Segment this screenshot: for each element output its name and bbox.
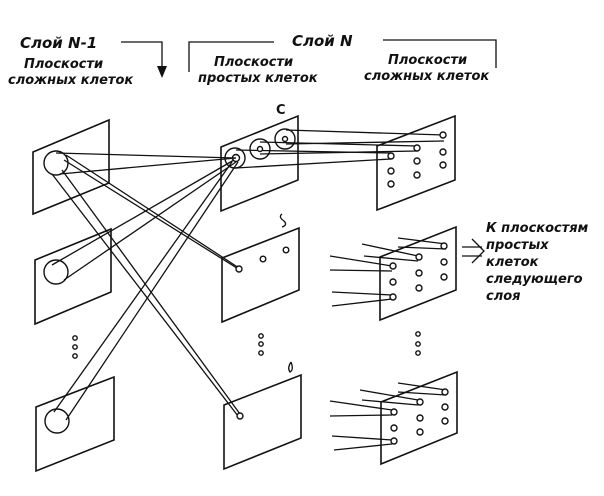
- plane-label-c: С: [276, 103, 286, 118]
- output-label-line4: следующего: [486, 272, 583, 287]
- simple-plane-c: [220, 114, 299, 213]
- complex-layer-ellipsis: [415, 331, 421, 356]
- simple-plane-2: [221, 213, 300, 324]
- complex-plane-2: [379, 225, 457, 322]
- layer-n-bracket: [188, 39, 497, 72]
- complex-planes-caption-line2: сложных клеток: [364, 69, 490, 84]
- arrow-down-icon: [157, 66, 167, 78]
- complex-plane-3: [380, 370, 458, 466]
- output-label-line5: слоя: [486, 289, 521, 304]
- layer-n-minus-1-title: Слой N-1: [20, 34, 98, 52]
- output-arrow-icon: [462, 238, 485, 264]
- plane-label-mark: [279, 213, 287, 228]
- layer-n-minus-1-caption-line1: Плоскости: [24, 57, 104, 72]
- simple-plane-3: [223, 361, 302, 471]
- output-label-line2: простых: [486, 238, 549, 253]
- layer-n-title: Слой N: [292, 32, 353, 50]
- simple-planes-caption-line1: Плоскости: [214, 55, 294, 70]
- layer-n-minus-1-arrow: [121, 41, 167, 78]
- complex-planes-caption-line1: Плоскости: [388, 53, 468, 68]
- prev-layer-plane-1: [32, 118, 110, 216]
- output-label-line3: клеток: [486, 255, 539, 270]
- simple-planes-caption-line2: простых клеток: [198, 71, 318, 86]
- layer-n-minus-1-caption-line2: сложных клеток: [8, 73, 134, 88]
- simple-layer-ellipsis: [258, 333, 264, 356]
- output-label-line1: К плоскостям: [486, 221, 589, 236]
- prev-layer-plane-3: [35, 375, 115, 473]
- plane-label-mark: [288, 361, 293, 373]
- prev-layer-plane-2: [34, 227, 112, 326]
- connection-lines: [51, 129, 447, 451]
- prev-layer-ellipsis: [72, 335, 78, 359]
- complex-plane-1: [376, 114, 456, 212]
